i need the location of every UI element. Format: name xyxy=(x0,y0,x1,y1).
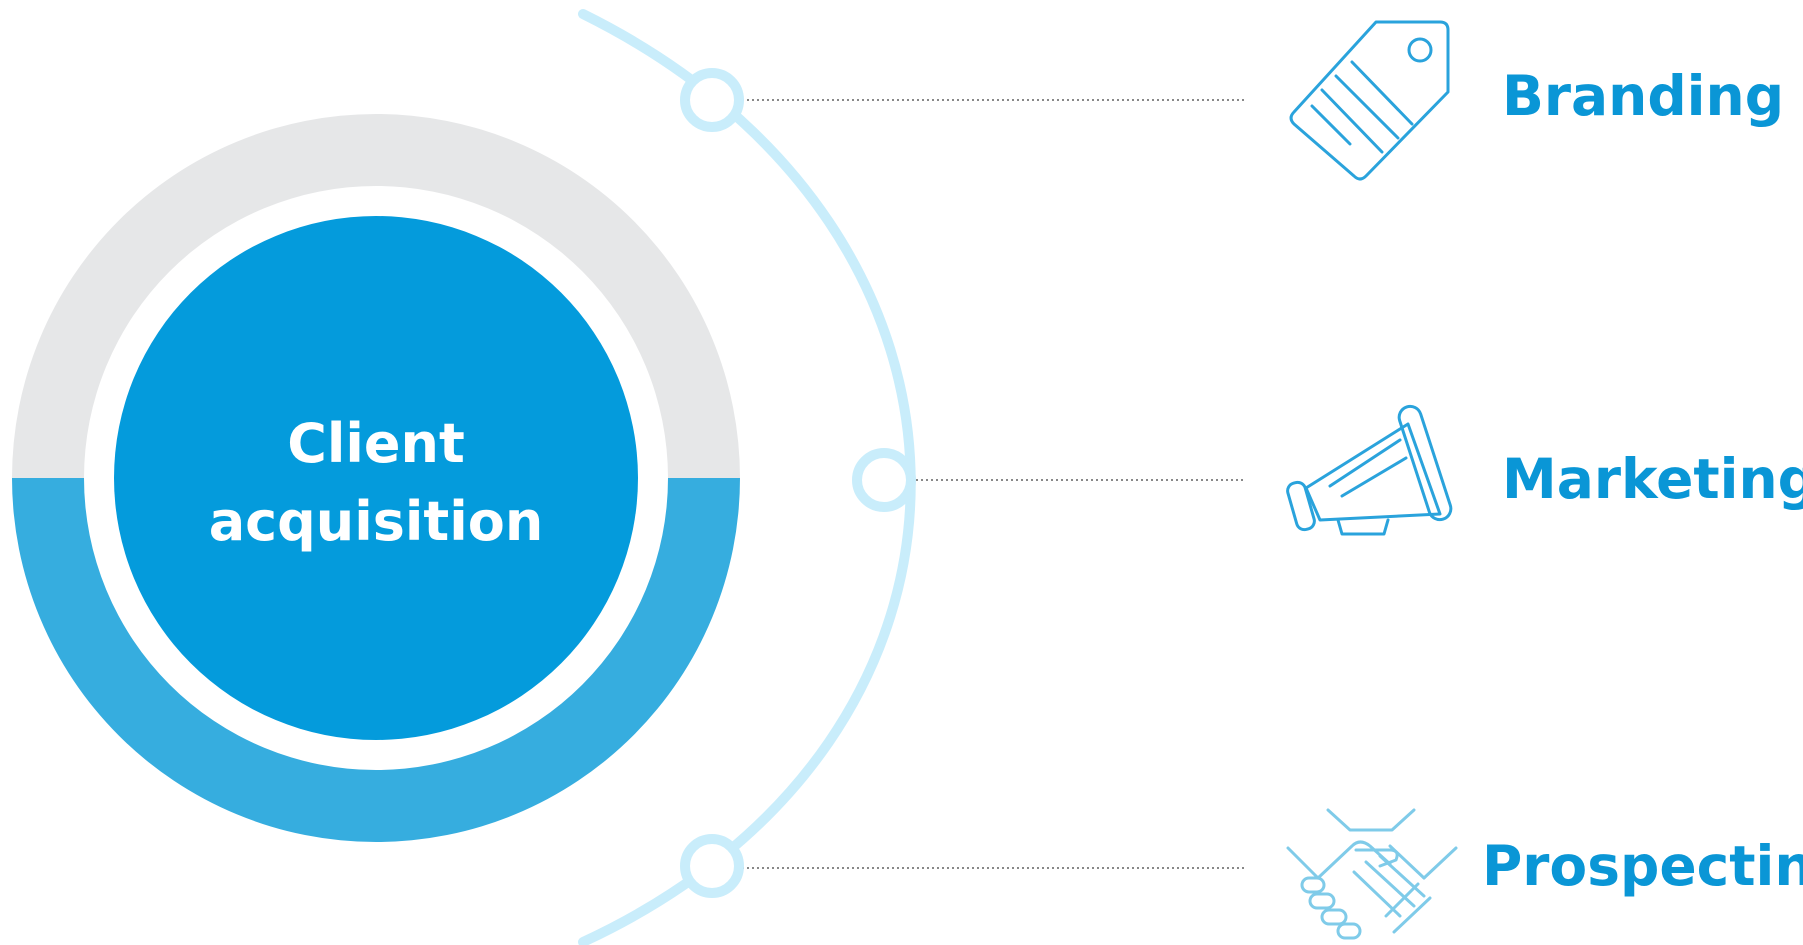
outer-ring-bottom-half xyxy=(12,478,740,842)
center-title-line1: Client xyxy=(287,412,465,475)
center-circle xyxy=(114,216,638,740)
price-tag-icon xyxy=(1289,20,1450,181)
handshake-icon xyxy=(1286,808,1458,940)
arc-node-marketing xyxy=(852,448,916,512)
outer-ring xyxy=(12,114,740,842)
item-label-branding: Branding xyxy=(1502,64,1784,128)
item-label-marketing: Marketing xyxy=(1502,447,1803,511)
outer-ring-top-half xyxy=(12,114,740,478)
item-label-prospecting: Prospecting xyxy=(1482,834,1803,898)
megaphone-icon xyxy=(1286,404,1453,536)
center-title-line2: acquisition xyxy=(209,490,544,553)
arc-node-branding xyxy=(680,68,744,132)
arc-node-prospecting xyxy=(680,834,744,898)
